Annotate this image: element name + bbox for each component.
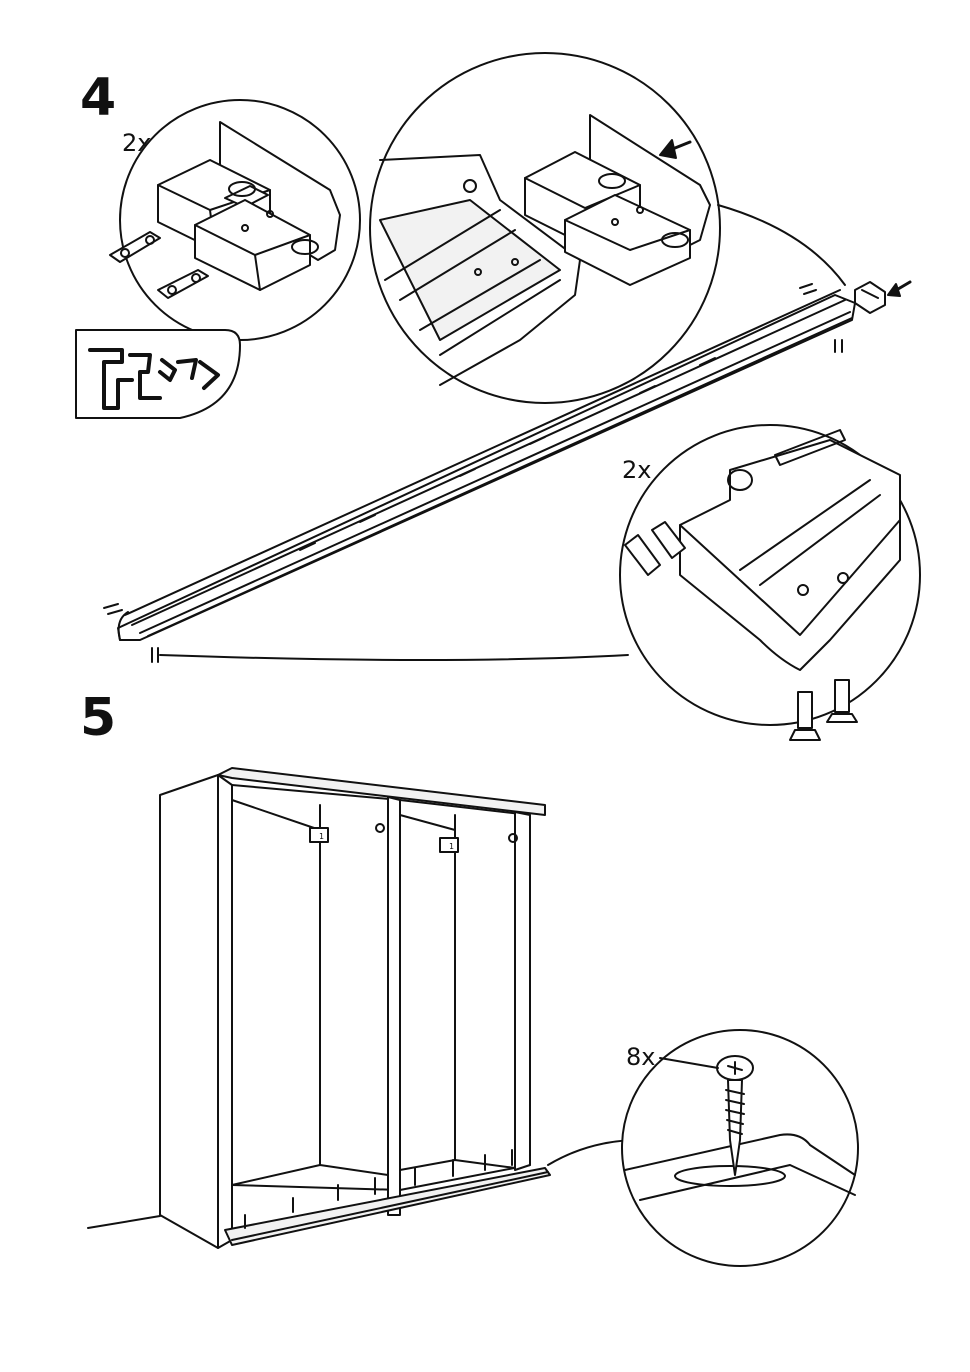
rail-end-detail-circle — [369, 52, 721, 404]
quantity-label-wall-screws: 8x — [626, 1043, 656, 1071]
leader-line-2 — [159, 654, 629, 661]
bracket-detail-circle — [109, 99, 361, 341]
long-rail — [103, 283, 856, 663]
wardrobe-frame — [159, 767, 551, 1249]
rail-end-screw-circle — [619, 424, 921, 741]
step-number-5: 5 — [80, 688, 117, 748]
floor-line — [87, 1215, 161, 1229]
screw-slot-detail-circle — [621, 1029, 859, 1267]
quantity-leader — [659, 1057, 719, 1069]
leader-line — [717, 204, 846, 286]
step-number-4: 4 — [80, 68, 117, 128]
panel-tag-right: 1 — [449, 842, 454, 851]
end-fitting-small — [854, 280, 912, 314]
rail-profile-inset — [75, 329, 241, 419]
panel-tag-left: 1 — [319, 832, 324, 841]
quantity-label-end-screws: 2x — [622, 456, 652, 484]
